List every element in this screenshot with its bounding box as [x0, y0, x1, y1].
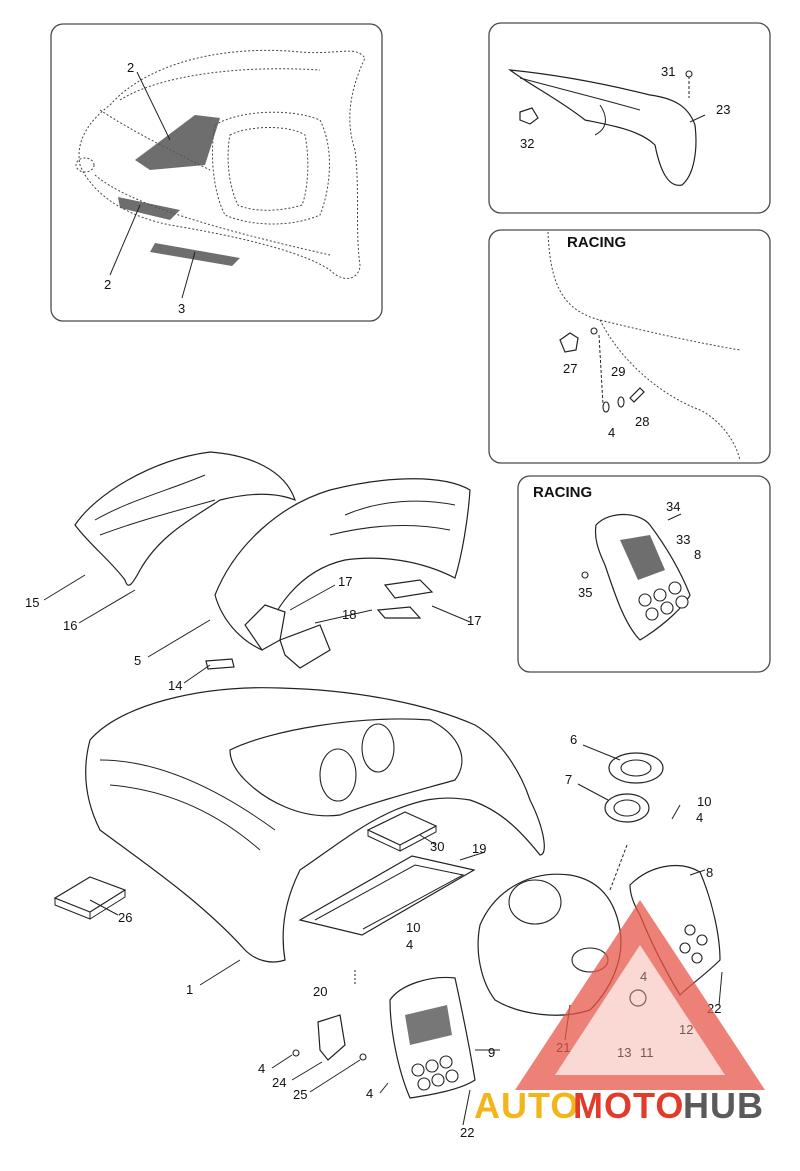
watermark-moto: MOTO: [573, 1085, 684, 1126]
callout-label: 32: [520, 136, 534, 151]
callout-label: 4: [608, 425, 615, 440]
callout-label: 8: [694, 547, 701, 562]
callout-label: 24: [272, 1075, 286, 1090]
callout-label: 1: [186, 982, 193, 997]
callout-label: 23: [716, 102, 730, 117]
racing-panel-detail: RACING 34 33 8 35: [517, 475, 771, 673]
callout-label: 16: [63, 618, 77, 633]
racing-side-panel: RACING 27 29 28 4: [488, 229, 771, 464]
callout-label: 4: [640, 969, 647, 984]
callout-label: 2: [104, 277, 111, 292]
top-view-panel: 2 2 3: [50, 23, 383, 322]
callout-label: 19: [472, 841, 486, 856]
callout-label: 33: [676, 532, 690, 547]
callout-label: 10: [697, 794, 711, 809]
callout-label: 4: [258, 1061, 265, 1076]
callout-label: 28: [635, 414, 649, 429]
callout-label: 29: [611, 364, 625, 379]
callout-label: 34: [666, 499, 680, 514]
callout-labels: 15 16 17 17 18 5 14 6 7 10 4 30 19 8 26 …: [25, 574, 721, 1140]
panel-title: RACING: [567, 234, 626, 251]
callout-label: 35: [578, 585, 592, 600]
callout-label: 20: [313, 984, 327, 999]
callout-label: 22: [460, 1125, 474, 1140]
exploded-view: [43, 451, 723, 1126]
callout-label: 10: [406, 920, 420, 935]
callout-label: 8: [706, 865, 713, 880]
callout-label: 17: [467, 613, 481, 628]
callout-label: 25: [293, 1087, 307, 1102]
callout-label: 13: [617, 1045, 631, 1060]
callout-label: 3: [178, 301, 185, 316]
callout-label: 5: [134, 653, 141, 668]
callout-label: 18: [342, 607, 356, 622]
automotohub-watermark: AUTO MOTO HUB: [474, 900, 765, 1126]
callout-label: 12: [679, 1022, 693, 1037]
callout-label: 31: [661, 64, 675, 79]
callout-label: 14: [168, 678, 182, 693]
callout-label: 4: [696, 810, 703, 825]
callout-label: 27: [563, 361, 577, 376]
panel-title: RACING: [533, 484, 592, 501]
callout-label: 30: [430, 839, 444, 854]
watermark-hub: HUB: [683, 1085, 764, 1126]
rear-detail-panel: 31 23 32: [488, 22, 771, 214]
callout-label: 2: [127, 60, 134, 75]
callout-label: 7: [565, 772, 572, 787]
callout-label: 9: [488, 1045, 495, 1060]
callout-label: 6: [570, 732, 577, 747]
watermark-auto: AUTO: [474, 1085, 579, 1126]
callout-label: 26: [118, 910, 132, 925]
callout-label: 17: [338, 574, 352, 589]
callout-label: 15: [25, 595, 39, 610]
callout-label: 4: [366, 1086, 373, 1101]
callout-label: 4: [406, 937, 413, 952]
callout-label: 11: [640, 1045, 654, 1060]
